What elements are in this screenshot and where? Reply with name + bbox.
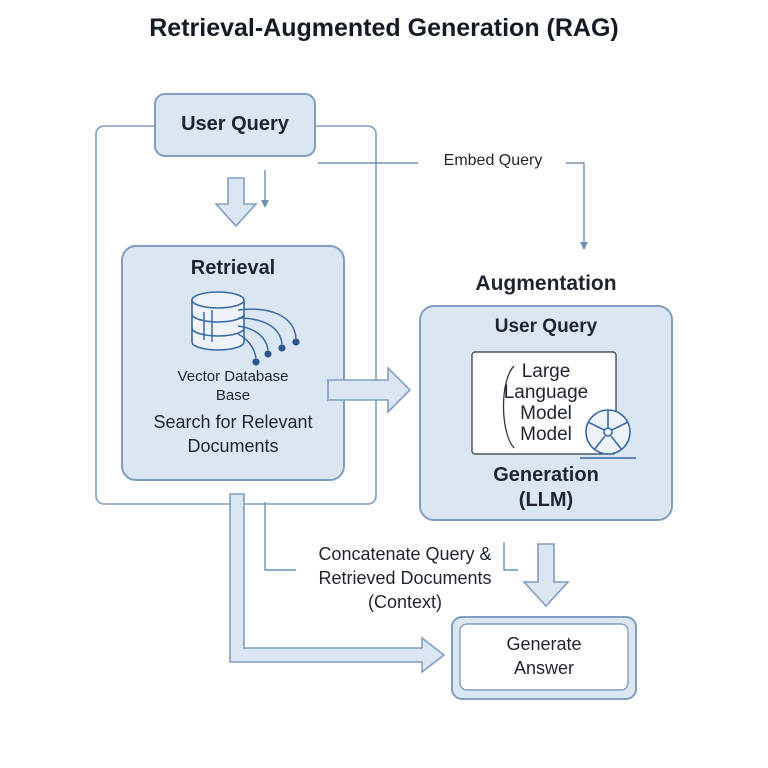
embed-query-label: Embed Query	[420, 152, 566, 170]
generation-label-line1: Generation	[493, 464, 599, 486]
augmentation-title: Augmentation	[475, 272, 617, 295]
user-query-label: User Query	[181, 113, 289, 135]
diagram-title: Retrieval-Augmented Generation (RAG)	[149, 14, 619, 42]
embed-query-connector-tail	[566, 162, 588, 250]
concat-connector	[264, 502, 296, 571]
vector-db-label-line1: Vector Database	[177, 368, 289, 385]
llm-line-2: Language	[503, 382, 589, 403]
retrieval-title: Retrieval	[190, 257, 276, 279]
llm-bracket	[502, 365, 515, 449]
llm-line-4: Model	[520, 424, 572, 445]
retrieval-to-answer-block-arrow	[229, 493, 446, 674]
llm-line-3: Model	[520, 403, 572, 424]
concat-line-2: Retrieved Documents	[318, 568, 492, 588]
concat-connector-right	[503, 542, 518, 571]
database-connections-icon	[203, 308, 297, 359]
answer-box-inner	[459, 623, 629, 691]
search-label-line1: Search for Relevant	[153, 412, 313, 432]
concat-line-3: (Context)	[367, 592, 443, 612]
user-query-box[interactable]	[154, 93, 316, 157]
augmentation-user-query: User Query	[494, 316, 598, 337]
neural-network-icon	[580, 409, 636, 459]
concat-line-1: Concatenate Query &	[318, 544, 492, 564]
retrieval-box[interactable]	[121, 245, 345, 481]
llm-text: Large Language Model Model	[496, 361, 596, 445]
search-label-line2: Documents	[187, 436, 279, 456]
database-connection-dots	[252, 338, 300, 366]
vector-database-icon	[191, 291, 245, 351]
query-down-block-arrow	[214, 177, 258, 228]
answer-line-1: Generate	[506, 634, 582, 654]
generation-label-line2: (LLM)	[518, 489, 574, 511]
concat-label: Concatenate Query & Retrieved Documents …	[292, 542, 518, 614]
retrieval-to-augmentation-arrow	[327, 366, 412, 414]
vector-db-label-line2: Base	[215, 387, 251, 404]
answer-label: Generate Answer	[460, 632, 628, 680]
augmentation-down-block-arrow	[522, 543, 570, 608]
answer-line-2: Answer	[513, 658, 575, 678]
llm-line-1: Large	[521, 361, 571, 382]
